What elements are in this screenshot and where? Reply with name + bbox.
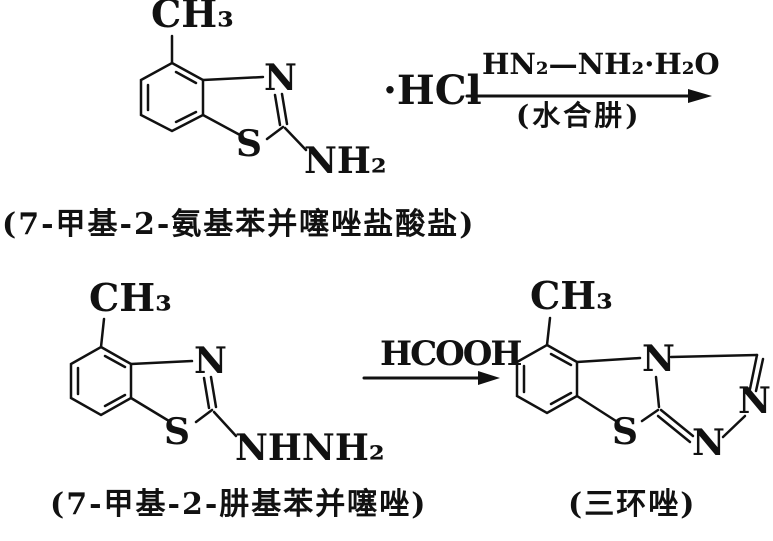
structure3-methyl-label: CH₃ <box>530 273 613 318</box>
structure3-nitrogen-right-label: N <box>738 380 771 422</box>
intermediate-caption: (7-甲基-2-肼基苯并噻唑) <box>50 487 428 522</box>
structure1-nitrogen-label: N <box>264 57 297 99</box>
structure2-bonds <box>69 317 238 438</box>
structure1-benzene-ring <box>139 61 205 133</box>
reactant1-caption: (7-甲基-2-氨基苯并噻唑盐酸盐) <box>2 207 476 242</box>
structure2-methyl-label: CH₃ <box>89 275 172 320</box>
structure2-sulfur-label: S <box>164 411 190 453</box>
product-caption: (三环唑) <box>568 487 697 522</box>
structure1-methyl-label: CH₃ <box>151 0 234 36</box>
structure2-nitrogen-label: N <box>194 340 227 382</box>
structure3-sulfur-label: S <box>612 411 638 453</box>
hydrochloride-label: ·HCl <box>383 67 482 114</box>
reaction-arrow-1 <box>465 89 712 103</box>
structure2-benzene-ring <box>69 345 133 417</box>
arrow1-reagent-formula: HN₂—NH₂·H₂O <box>482 47 720 81</box>
arrow1-reagent-name: (水合肼) <box>516 99 642 132</box>
structure3-nitrogen-top-label: N <box>642 338 675 380</box>
structure3-nitrogen-bottom-label: N <box>692 422 725 464</box>
reaction-arrow-2 <box>362 371 500 385</box>
structure1-bonds <box>139 34 308 152</box>
structure1-amino-label: NH₂ <box>304 140 387 182</box>
arrow2-reagent-formula: HCOOH <box>380 334 523 374</box>
structure1-sulfur-label: S <box>236 123 262 165</box>
structure3-benzene-ring <box>515 343 579 415</box>
structure2-hydrazino-label: NHNH₂ <box>235 427 385 469</box>
structure3-bonds <box>515 316 765 444</box>
